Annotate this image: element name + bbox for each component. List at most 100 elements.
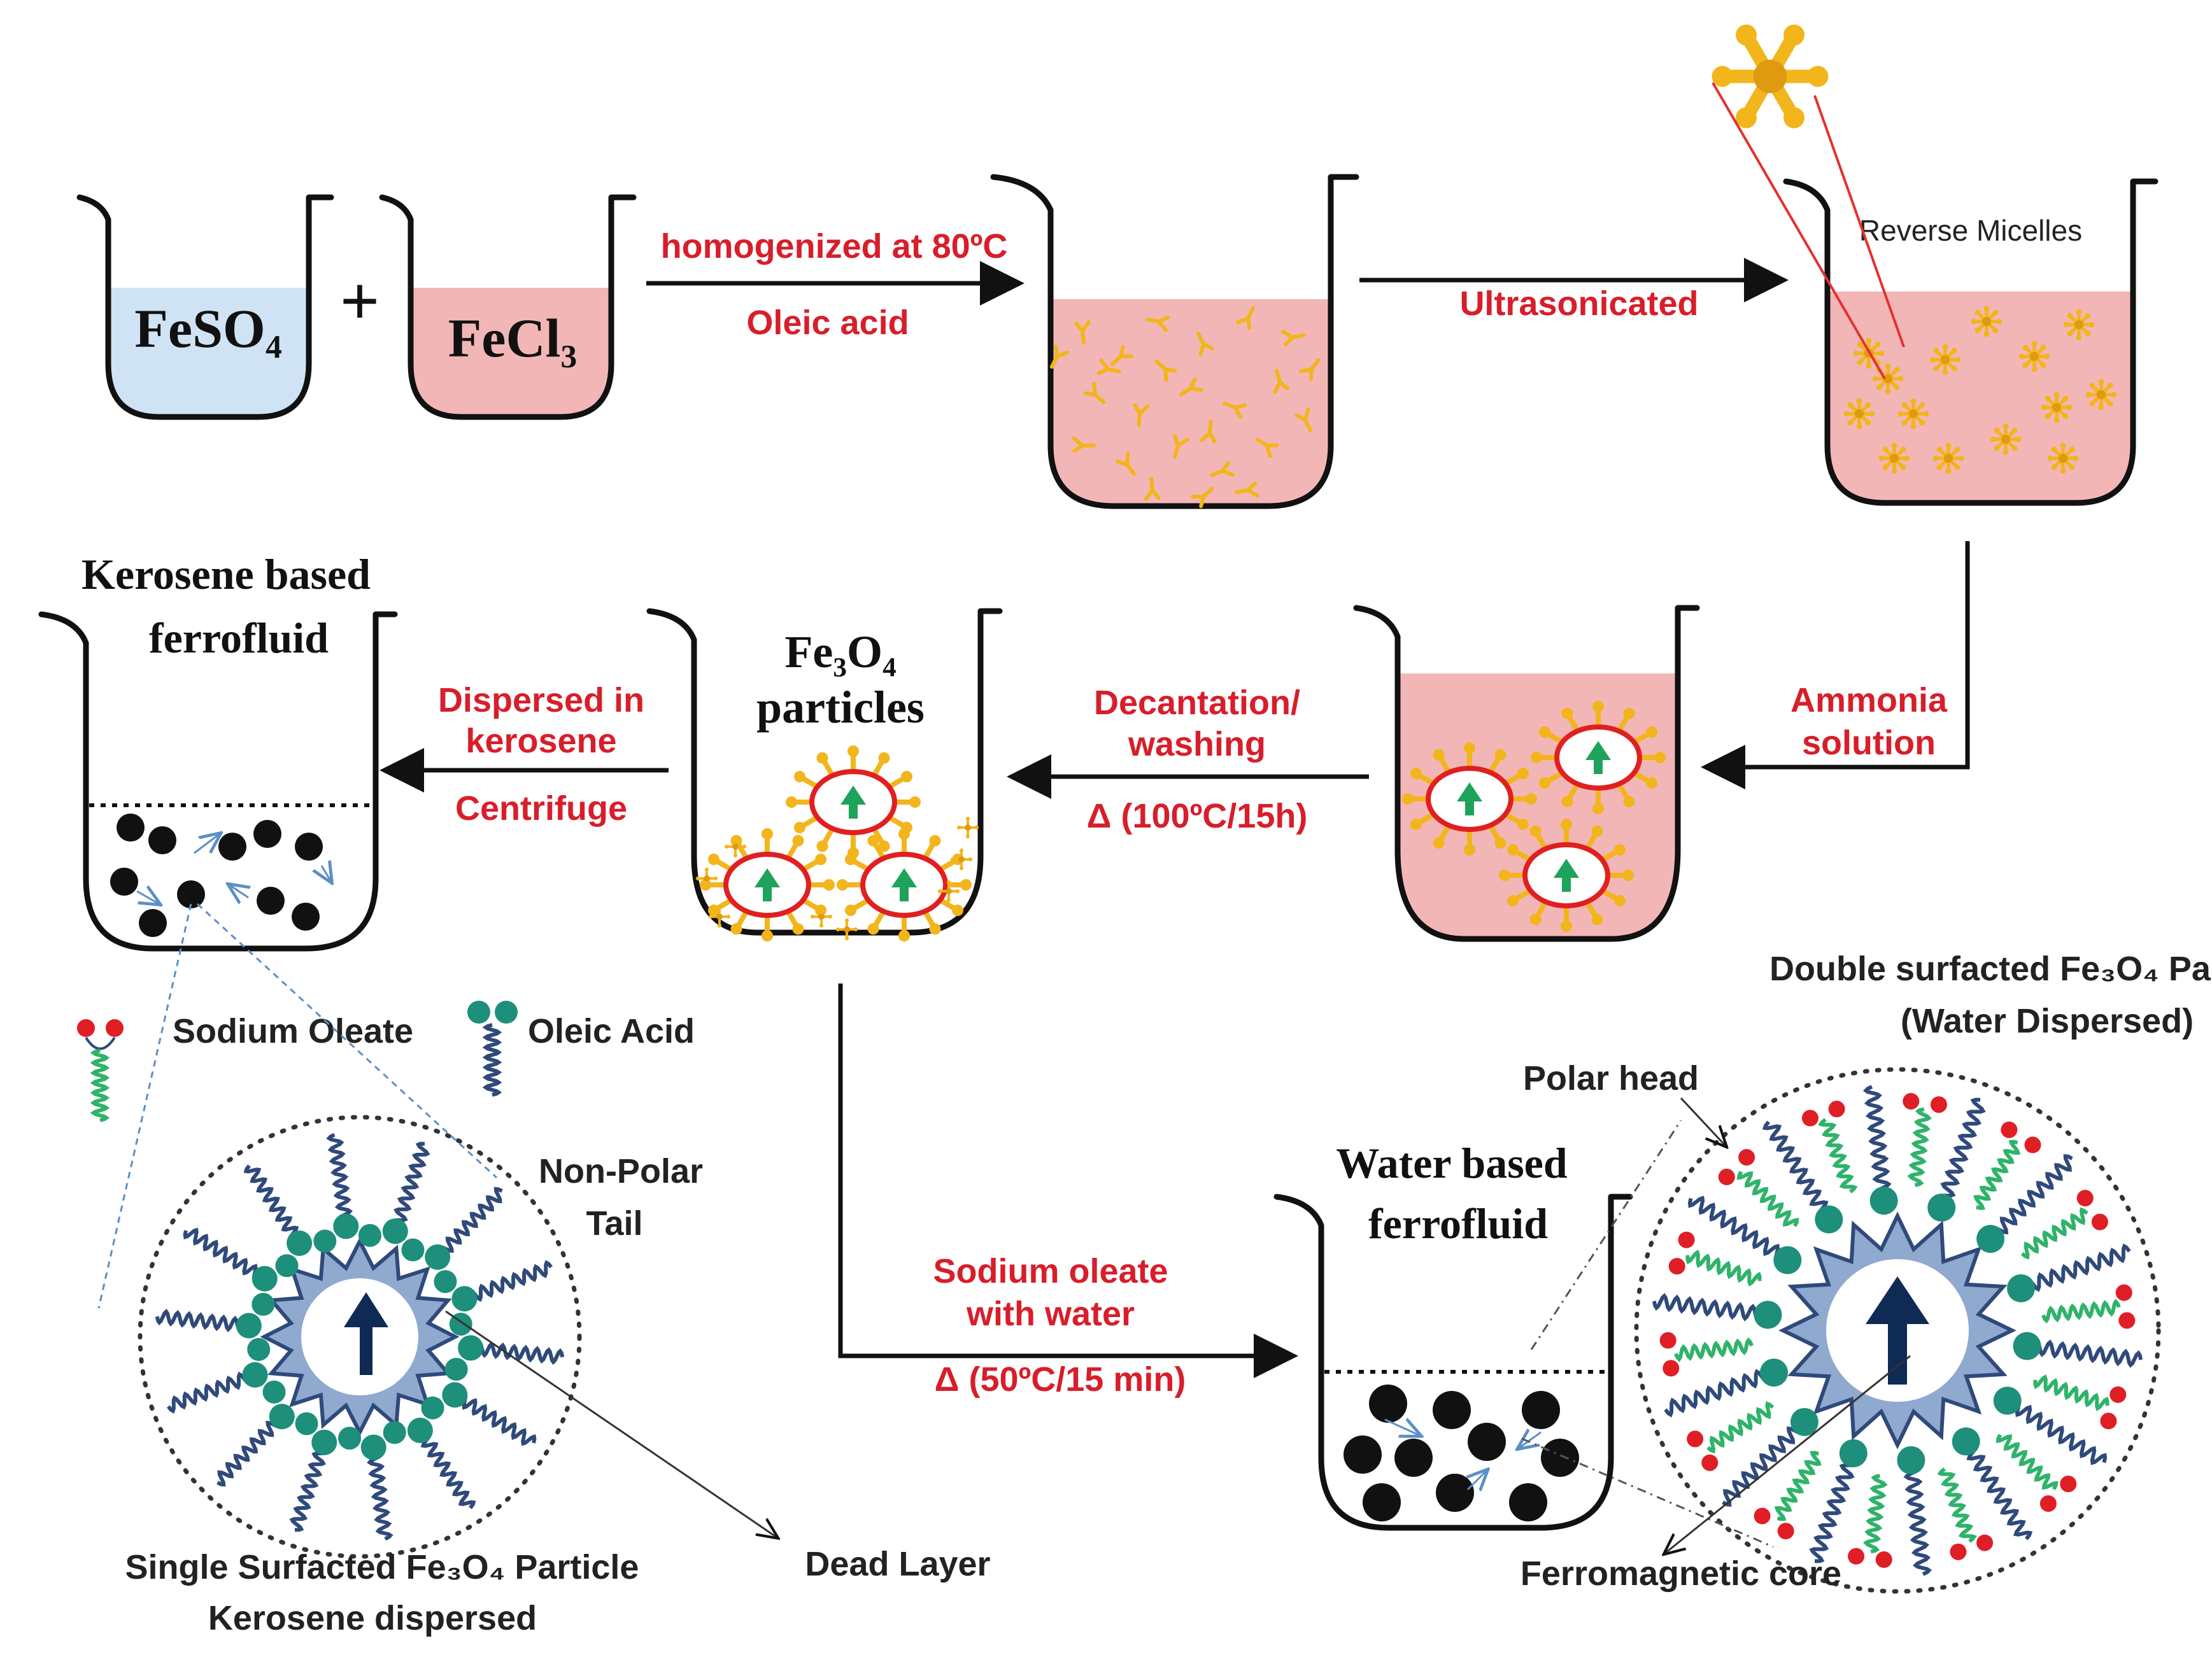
zoom-line — [1712, 81, 1886, 380]
polar-head-red — [1903, 1092, 1920, 1110]
oleic-molecule — [1210, 461, 1235, 477]
non-polar-tail — [1959, 1440, 2033, 1541]
magnetic-moment-arrow-icon — [1866, 1276, 1929, 1385]
polar-head — [358, 1223, 381, 1247]
polar-head — [1754, 1301, 1782, 1329]
fecl3-beaker: FeCl₃ — [379, 194, 637, 420]
non-polar-tail — [1809, 1451, 1859, 1563]
magnetic-particle — [1436, 1474, 1474, 1512]
green-arrow-icon — [891, 868, 917, 901]
polar-head — [275, 1254, 299, 1278]
motion-arrow — [229, 885, 248, 898]
oleic-molecule — [1145, 315, 1170, 332]
polar-head-red — [1848, 1548, 1865, 1565]
coated-particles — [1402, 701, 1666, 932]
sodium-oleate-tail — [1685, 1250, 1762, 1287]
particle-boundary — [1634, 1067, 2161, 1594]
dead-layer-label: Dead Layer — [805, 1545, 990, 1583]
polar-head-red — [1668, 1258, 1685, 1275]
water-label-2: ferrofluid — [1368, 1199, 1548, 1248]
sodium-oleate-tail — [2020, 1207, 2088, 1260]
micelle-star — [937, 880, 960, 903]
magnetic-particle — [1363, 1483, 1401, 1521]
step5-label-1: Dispersed in — [438, 681, 644, 719]
beaker-outline — [76, 194, 334, 420]
motion-arrow — [194, 834, 220, 854]
micelle-star — [695, 867, 718, 890]
step1-top-label: homogenized at 80ºC — [661, 227, 1008, 265]
step4-label-3: Δ (100ºC/15h) — [1087, 797, 1308, 835]
feso4-beaker: FeSO₄ — [76, 194, 334, 420]
motion-arrow — [322, 866, 331, 882]
non-polar-tail — [243, 1164, 306, 1244]
non-polar-tail — [1687, 1195, 1791, 1263]
motion-arrow — [136, 891, 159, 904]
step6-label-3: Δ (50ºC/15 min) — [935, 1360, 1186, 1399]
polar-head — [311, 1429, 337, 1455]
green-arrow-icon — [1585, 741, 1611, 774]
non-polar-tail — [1902, 1458, 1932, 1576]
non-polar-tail — [451, 1392, 537, 1446]
polar-head — [242, 1362, 268, 1388]
beaker-outline — [646, 608, 1003, 936]
non-polar-tail — [436, 1187, 503, 1261]
motion-arrow — [1384, 1420, 1420, 1435]
oleic-molecule — [1281, 330, 1306, 347]
arrow-ammonia — [1701, 541, 1970, 789]
magnetic-particle — [1394, 1439, 1433, 1477]
single-surfacted-particle — [138, 1115, 582, 1559]
oleic-molecule — [1072, 436, 1096, 453]
micelle-star — [810, 905, 833, 928]
beaker-outline — [379, 194, 637, 420]
polar-head — [1839, 1439, 1868, 1467]
zoom-line — [1521, 1437, 1774, 1548]
magnetic-particle — [1509, 1483, 1547, 1521]
fecl3-solution — [411, 288, 611, 417]
polar-head — [236, 1313, 262, 1339]
polar-head — [287, 1230, 313, 1256]
fe3o4-particles-beaker: Fe₃O₄ particles — [646, 608, 1003, 941]
polar-head — [1927, 1194, 1956, 1222]
polar-head-red — [2024, 1136, 2041, 1153]
magnetic-particle — [110, 868, 138, 896]
polar-head — [1976, 1225, 2005, 1253]
plus-sign: + — [340, 262, 380, 340]
oleic-molecule — [1110, 344, 1134, 367]
micelle-star — [1897, 398, 1929, 430]
oleic-acid-legend-icon — [467, 1001, 518, 1097]
magnetic-particle — [257, 887, 285, 915]
sodium-oleate-tail — [1818, 1118, 1858, 1194]
fe3o4-label: Fe₃O₄ — [784, 626, 896, 677]
micelle-star — [2085, 379, 2117, 411]
ferrofluid-particles — [1344, 1385, 1579, 1521]
polar-head — [1790, 1407, 1819, 1436]
polar-head — [252, 1266, 278, 1292]
oleic-molecule — [1223, 401, 1247, 420]
ammonia-beaker — [1353, 605, 1700, 942]
ferrofluid-particles — [110, 814, 331, 937]
non-polar-tail — [1762, 1120, 1836, 1221]
particles-label: particles — [756, 682, 925, 733]
non-polar-tail — [183, 1227, 268, 1282]
polar-head — [401, 1238, 425, 1262]
magnetic-particle — [253, 820, 281, 848]
non-polar-tail — [166, 1367, 257, 1414]
polar-head — [382, 1218, 408, 1244]
polar-head-red — [1718, 1168, 1735, 1185]
polar-head-red — [2060, 1476, 2077, 1493]
non-polar-tail — [390, 1141, 430, 1234]
micelle-star — [724, 835, 747, 858]
kerosene-label-1: Kerosene based — [82, 550, 371, 598]
polar-head — [2007, 1274, 2036, 1302]
magnetic-particle — [1433, 1391, 1471, 1429]
sodium-oleate-tail — [1736, 1171, 1799, 1227]
polar-head-red — [1738, 1149, 1755, 1166]
polar-head-red — [1976, 1534, 1994, 1551]
polar-head — [2013, 1332, 2041, 1360]
polar-head — [451, 1286, 478, 1312]
magnetic-particle — [148, 826, 176, 854]
sodium-oleate-tail — [1907, 1107, 1932, 1187]
polar-head — [1815, 1205, 1843, 1234]
polar-head — [458, 1335, 484, 1361]
polar-head — [333, 1213, 359, 1239]
